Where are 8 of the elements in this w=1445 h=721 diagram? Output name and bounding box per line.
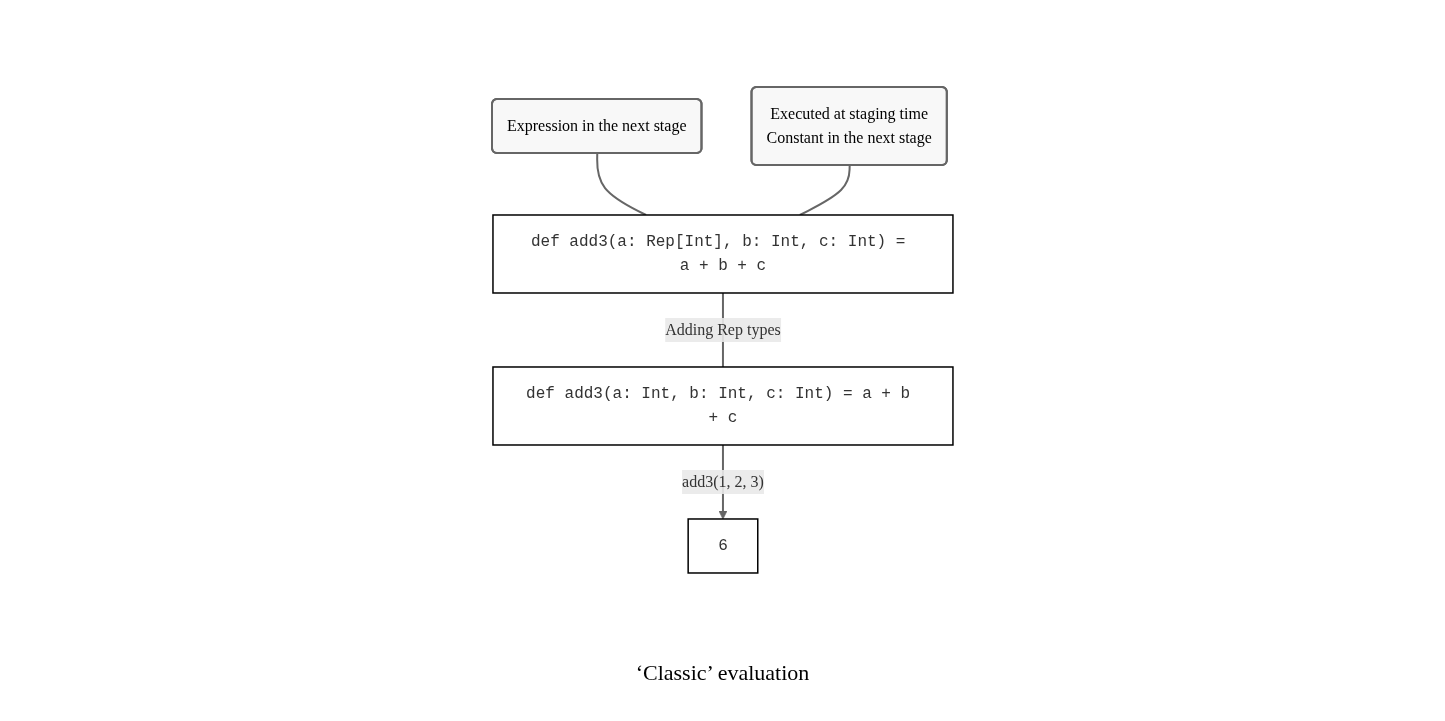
note-text: ‘Classic’ evaluation <box>635 660 810 685</box>
node-box: def add3(a: Rep[Int], b: Int, c: Int) = a + b + c <box>492 214 954 294</box>
connector <box>596 152 648 216</box>
edge-label: Adding Rep types <box>665 320 781 338</box>
node-box: def add3(a: Int, b: Int, c: Int) = a + b + c <box>492 366 954 446</box>
connector <box>798 164 851 216</box>
edge-label: add3(1, 2, 3) <box>682 472 764 490</box>
node-box: 6 <box>687 518 759 574</box>
